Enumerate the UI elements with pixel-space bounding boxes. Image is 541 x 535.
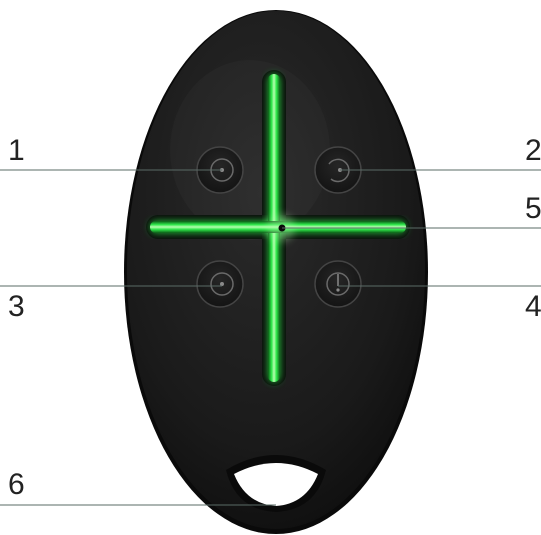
callout-3-label: 3 — [8, 290, 25, 323]
callout-5-label: 5 — [525, 192, 541, 225]
callout-1-label: 1 — [8, 134, 25, 167]
panic-button[interactable] — [315, 261, 361, 307]
callout-2-label: 2 — [525, 134, 541, 167]
callout-6-label: 6 — [8, 468, 25, 501]
callout-4-label: 4 — [525, 290, 541, 323]
night-mode-button[interactable] — [197, 261, 243, 307]
